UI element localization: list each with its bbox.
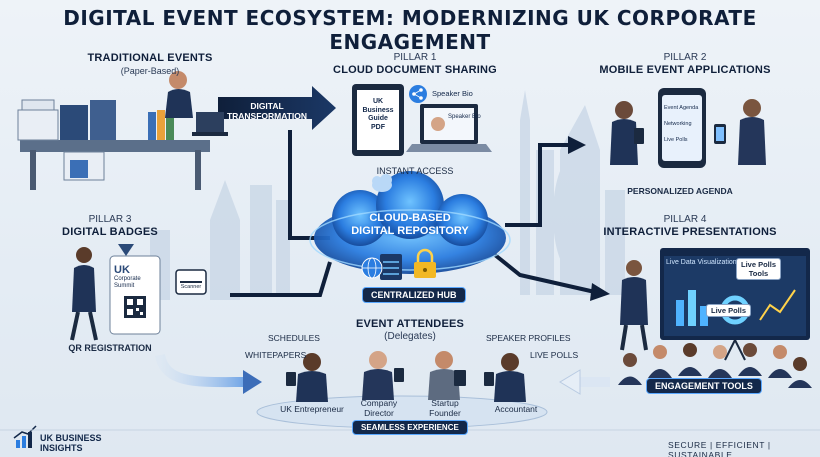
scanner-label: Scanner <box>180 284 202 290</box>
brand-logo-icon <box>13 425 37 448</box>
doc-line: PDF <box>371 123 385 131</box>
share-icon <box>409 85 427 103</box>
server-icon <box>380 254 402 280</box>
pillar1-label: PILLAR 1 <box>393 52 437 63</box>
transformation-line2: TRANSFORMATION <box>226 111 308 121</box>
doc-line: Guide <box>368 115 388 122</box>
traditional-heading: TRADITIONAL EVENTS <box>87 52 213 64</box>
app-menu-item[interactable]: Networking <box>664 121 692 127</box>
attendees-sub: (Delegates) <box>384 331 436 342</box>
pillar3-label: PILLAR 3 <box>88 214 132 225</box>
transformation-label: DIGITAL TRANSFORMATION <box>222 101 312 121</box>
pillar3-caption: QR REGISTRATION <box>68 343 152 353</box>
hub-line2: DIGITAL REPOSITORY <box>351 225 469 237</box>
arrow-p3-attendees <box>155 353 246 388</box>
pillar1-heading: CLOUD DOCUMENT SHARING <box>333 64 497 76</box>
brand-line2: INSIGHTS <box>40 443 83 453</box>
footer-tagline: SECURE | EFFICIENT | SUSTAINABLE <box>668 440 771 457</box>
pdf-document-text: UK Business Guide PDF <box>357 98 399 132</box>
transformation-arrow <box>218 86 336 130</box>
laptop-device <box>406 104 492 152</box>
hub-title: CLOUD-BASED DIGITAL REPOSITORY <box>300 212 520 238</box>
tools-line: Tools <box>748 269 769 278</box>
page-title: DIGITAL EVENT ECOSYSTEM: MODERNIZING UK … <box>63 6 757 54</box>
connector-hub-p4 <box>493 253 596 294</box>
connector-hub-p2 <box>505 143 570 227</box>
tools-line: Live Polls <box>741 260 777 269</box>
tag-speaker-profiles: SPEAKER PROFILES <box>486 333 571 343</box>
paper-desk-illustration <box>17 71 228 190</box>
hub-caption: CENTRALIZED HUB <box>362 287 466 303</box>
app-menu-item[interactable]: Event Agenda <box>664 105 699 111</box>
attendees-caption: SEAMLESS EXPERIENCE <box>352 420 468 435</box>
screen-title: Live Data Visualization <box>666 259 737 266</box>
badge-text: UK Corporate Summit <box>114 264 158 290</box>
tag-schedules: SCHEDULES <box>268 333 320 343</box>
pillar3-heading: DIGITAL BADGES <box>62 226 158 238</box>
pillar1-caption: INSTANT ACCESS <box>376 166 454 176</box>
globe-icon <box>361 257 383 279</box>
speaker-bio-label: Speaker Bio <box>432 89 473 98</box>
traditional-sub: (Paper-Based) <box>120 66 180 76</box>
badge-line: UK <box>114 264 130 276</box>
badge-line: Corporate <box>114 276 141 282</box>
tag-live-polls: LIVE POLLS <box>530 350 579 360</box>
pillar4-label: PILLAR 4 <box>663 214 707 225</box>
footer-brand: UK BUSINESS INSIGHTS <box>40 433 102 453</box>
presentation-illustration <box>618 248 812 388</box>
attendee-accountant: Accountant <box>494 404 538 414</box>
cloud-hub <box>309 171 511 274</box>
attendees-illustration <box>286 351 526 402</box>
speaker-bio-small: Speaker Bio <box>448 114 481 120</box>
tablet-pdf-device <box>352 84 404 156</box>
live-polls-bubble: Live Polls <box>706 304 752 317</box>
connector-p3-hub <box>230 261 332 297</box>
doc-line: Business <box>362 106 394 114</box>
lock-icon <box>414 248 436 278</box>
attendee-uk-entrepreneur: UK Entrepreneur <box>280 404 344 414</box>
qr-code-icon <box>124 296 146 318</box>
brand-line1: UK BUSINESS <box>40 433 102 443</box>
pillar4-caption: ENGAGEMENT TOOLS <box>646 378 762 394</box>
pillar2-label: PILLAR 2 <box>663 52 707 63</box>
attendees-heading: EVENT ATTENDEES <box>355 318 465 330</box>
app-menu-item[interactable]: Live Polls <box>664 137 688 143</box>
hub-line1: CLOUD-BASED <box>369 212 451 224</box>
transformation-line1: DIGITAL <box>250 101 284 111</box>
pillar2-heading: MOBILE EVENT APPLICATIONS <box>599 64 771 76</box>
digital-badge-illustration <box>70 244 207 341</box>
attendee-company-director: Company Director <box>360 398 398 418</box>
pillar2-caption: PERSONALIZED AGENDA <box>627 186 733 196</box>
mobile-app-illustration <box>610 88 766 168</box>
live-polls-tools-bubble: Live Polls Tools <box>736 258 782 280</box>
badge-line: Summit <box>114 283 135 289</box>
tag-whitepapers: WHITEPAPERS <box>245 350 307 360</box>
attendee-startup-founder: Startup Founder <box>429 398 461 418</box>
doc-line: UK <box>372 98 384 105</box>
pillar4-heading: INTERACTIVE PRESENTATIONS <box>603 226 777 238</box>
cloud-icon <box>372 174 392 192</box>
app-menu: Event Agenda Networking Live Polls <box>664 100 702 148</box>
